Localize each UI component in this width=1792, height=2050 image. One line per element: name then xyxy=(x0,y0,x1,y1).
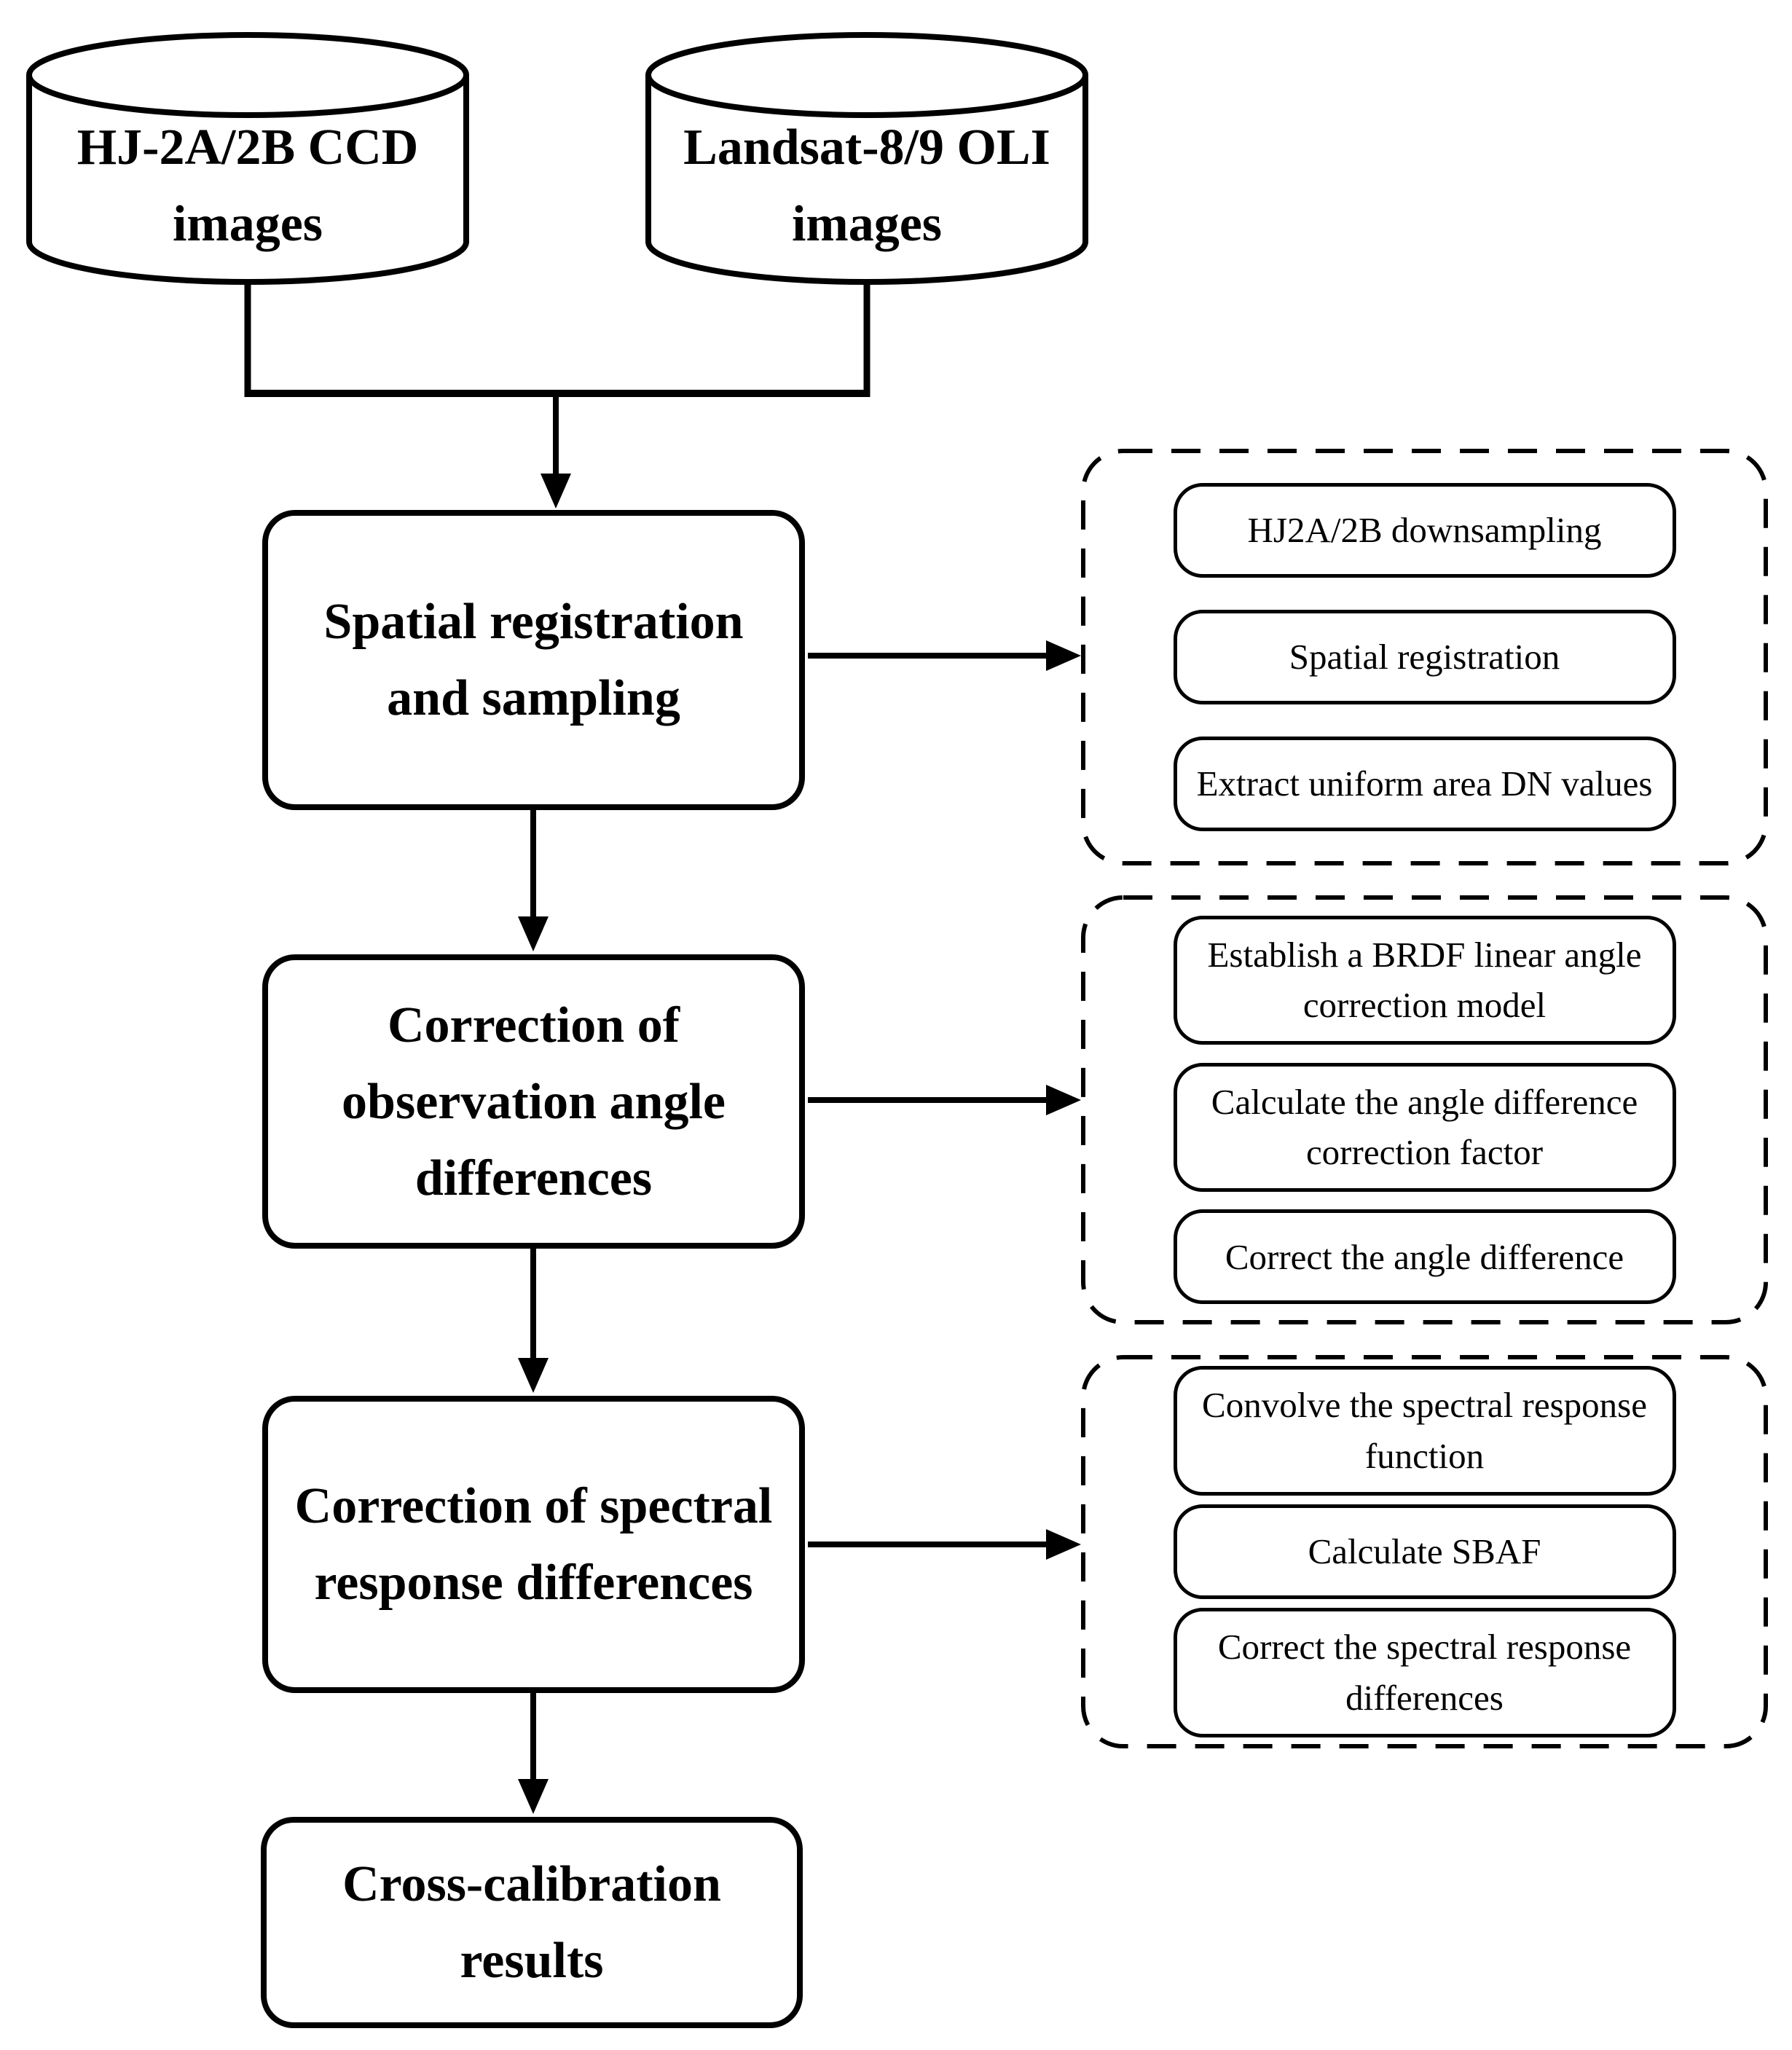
group-angle-substeps: Establish a BRDF linear angle correction… xyxy=(1083,898,1766,1322)
group-spatial-substeps: HJ2A/2B downsampling Spatial registratio… xyxy=(1083,451,1766,863)
dashed-group1-outline xyxy=(1081,449,1768,865)
substep-calculate-sbaf: Calculate SBAF xyxy=(1173,1504,1676,1599)
dashed-group3-outline xyxy=(1081,1355,1768,1748)
step-spectral-correction-box: Correction of spectral response differen… xyxy=(262,1396,805,1693)
arrow-to-spatial-box xyxy=(541,397,571,508)
step-angle-correction-box: Correction of observation angle differen… xyxy=(262,954,805,1249)
arrow-spectral-to-results xyxy=(518,1693,549,1814)
arrow-angle-to-spectral xyxy=(518,1249,549,1393)
source-hj-label: HJ-2A/2B CCD images xyxy=(76,119,419,252)
arrow-angle-to-group2 xyxy=(808,1085,1081,1115)
step-spatial-registration-box: Spatial registration and sampling xyxy=(262,510,805,810)
arrow-spatial-to-group1 xyxy=(808,640,1081,671)
step-cross-calibration-results-box: Cross-calibration results xyxy=(261,1817,803,2028)
arrow-spectral-to-group3 xyxy=(808,1529,1081,1560)
substep-angle-factor: Calculate the angle difference correctio… xyxy=(1173,1062,1676,1192)
substep-hj-downsampling: HJ2A/2B downsampling xyxy=(1173,483,1676,578)
dashed-group2-outline xyxy=(1081,895,1768,1324)
substep-convolve-srf: Convolve the spectral response function xyxy=(1173,1366,1676,1496)
merge-connector xyxy=(244,282,871,397)
group-spectral-substeps: Convolve the spectral response function … xyxy=(1083,1357,1766,1746)
substep-spatial-registration: Spatial registration xyxy=(1173,610,1676,704)
substep-correct-angle: Correct the angle difference xyxy=(1173,1209,1676,1305)
arrow-spatial-to-angle xyxy=(518,810,549,951)
source-landsat-label: Landsat-8/9 OLI images xyxy=(683,119,1050,252)
substep-brdf-model: Establish a BRDF linear angle correction… xyxy=(1173,915,1676,1045)
substep-correct-spectral: Correct the spectral response difference… xyxy=(1173,1608,1676,1737)
substep-extract-dn-values: Extract uniform area DN values xyxy=(1173,737,1676,831)
